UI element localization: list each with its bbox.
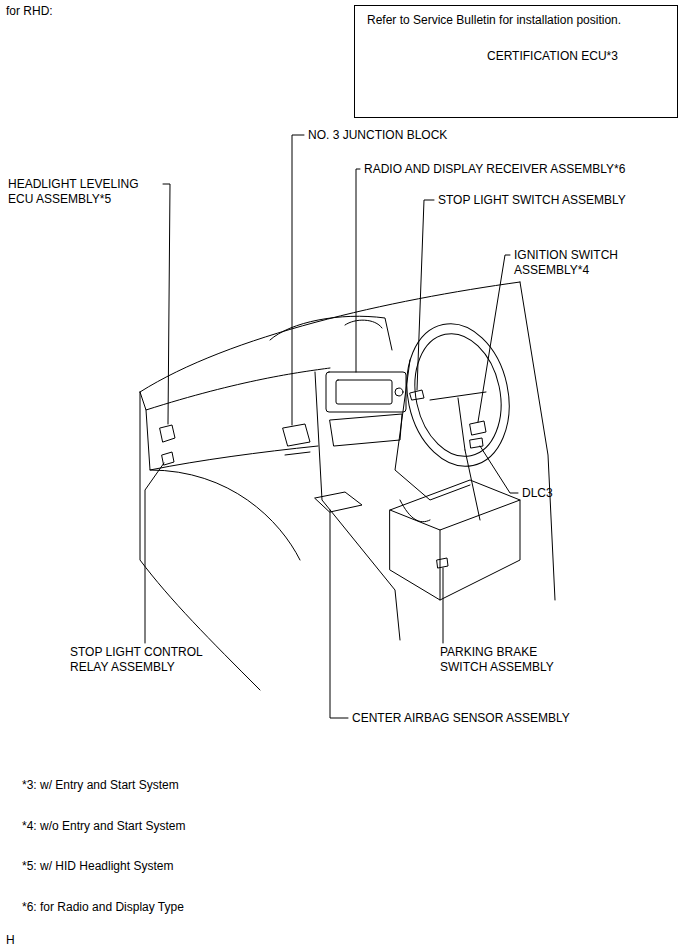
radio-screen — [336, 380, 392, 404]
armrest-edges — [390, 500, 520, 600]
glovebox-handle — [285, 452, 310, 455]
leader-line — [330, 510, 348, 718]
part-label: PARKING BRAKE SWITCH ASSEMBLY — [440, 645, 580, 675]
steering-column — [465, 450, 480, 520]
note-text: Refer to Service Bulletin for installati… — [367, 13, 621, 28]
floor-line — [150, 470, 300, 560]
radio-unit — [326, 372, 406, 412]
leader-line — [478, 255, 510, 422]
part-label: DLC3 — [522, 486, 553, 501]
a-pillar — [520, 282, 555, 600]
figure-code: H — [6, 933, 15, 948]
footnote: *3: w/ Entry and Start System — [22, 778, 179, 793]
leader-line — [480, 446, 518, 493]
footnote: *4: w/o Entry and Start System — [22, 819, 185, 834]
ignition-switch — [470, 421, 486, 435]
dash-top — [140, 282, 520, 392]
steering-wheel — [394, 314, 522, 476]
dlc3 — [470, 438, 483, 448]
meter — [345, 320, 382, 328]
leader-line — [443, 568, 444, 643]
leader-line — [292, 135, 304, 425]
leader-line — [163, 184, 170, 424]
vents — [330, 414, 402, 446]
steering-spokes — [430, 392, 486, 450]
stop-light-switch — [410, 390, 424, 400]
note-box: Refer to Service Bulletin for installati… — [354, 5, 678, 118]
leader-line — [417, 200, 434, 390]
part-label: RADIO AND DISPLAY RECEIVER ASSEMBLY*6 — [364, 162, 625, 177]
part-label: STOP LIGHT CONTROL RELAY ASSEMBLY — [70, 645, 228, 675]
leader-line — [356, 169, 360, 372]
parking-brake-switch — [437, 558, 448, 568]
footnote: *5: w/ HID Headlight System — [22, 859, 173, 874]
footnote: *6: for Radio and Display Type — [22, 900, 184, 915]
part-label: STOP LIGHT SWITCH ASSEMBLY — [438, 193, 626, 208]
part-label: NO. 3 JUNCTION BLOCK — [308, 128, 447, 143]
meter-hood — [270, 316, 392, 350]
leader-line — [145, 463, 164, 643]
airbag-sensor — [315, 492, 362, 512]
part-label: CENTER AIRBAG SENSOR ASSEMBLY — [352, 711, 570, 726]
junction-block — [283, 424, 310, 446]
heading: for RHD: — [6, 4, 53, 19]
armrest — [390, 480, 520, 600]
shift-lever — [400, 500, 430, 522]
part-label: IGNITION SWITCH ASSEMBLY*4 — [514, 248, 649, 278]
headlight-leveling-ecu — [160, 425, 175, 442]
part-label: HEADLIGHT LEVELING ECU ASSEMBLY*5 — [8, 177, 166, 207]
part-label: CERTIFICATION ECU*3 — [487, 49, 618, 64]
steering-wheel-inner — [404, 326, 512, 465]
radio-knob — [395, 388, 403, 396]
